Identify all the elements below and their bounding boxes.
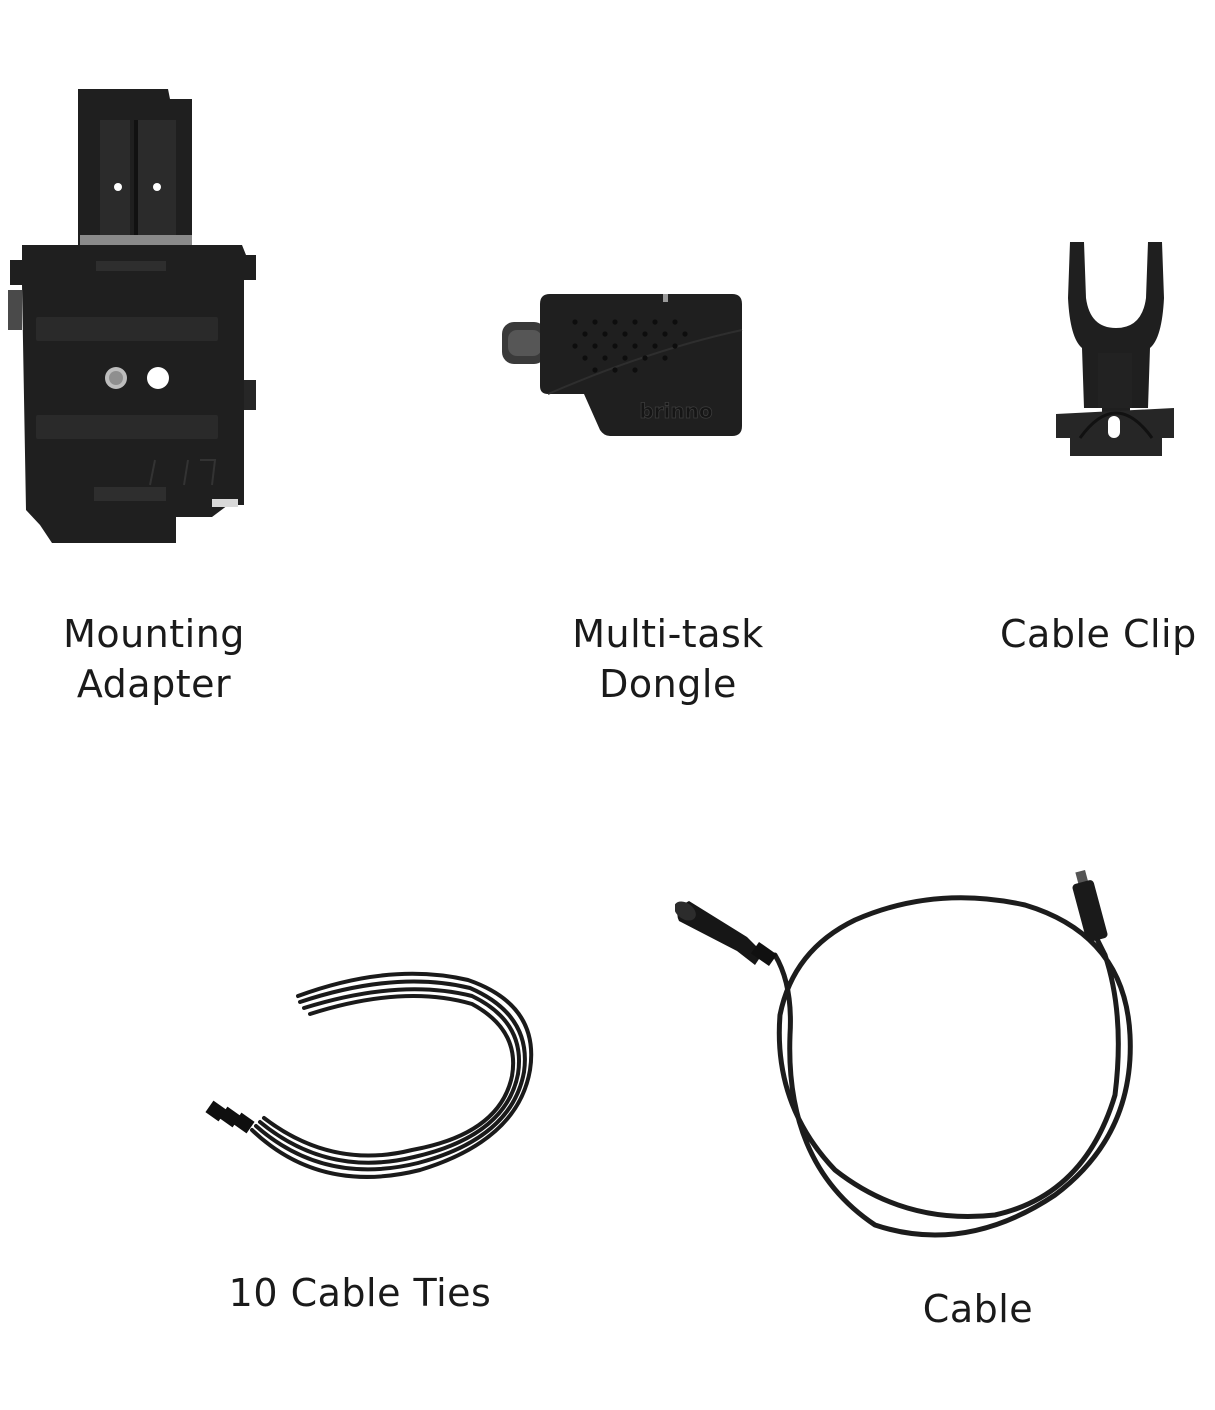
mounting-adapter-label-line: Mounting [63, 612, 245, 656]
multi-task-dongle-label-line: Multi-task [572, 612, 764, 656]
cable-clip-label-line: Cable Clip [1000, 612, 1197, 656]
cable-label-line: Cable [922, 1287, 1034, 1331]
cable-clip-label: Cable Clip [1000, 609, 1215, 659]
multi-task-dongle-label-line: Dongle [599, 662, 737, 706]
cable-label: Cable [828, 1284, 1128, 1334]
cable-ties-label-line: 10 Cable Ties [228, 1271, 492, 1315]
multi-task-dongle-label: Multi-task Dongle [513, 609, 823, 709]
mounting-adapter-label: Mounting Adapter [4, 609, 304, 709]
cable-clip-icon [1056, 242, 1174, 456]
cable-icon [675, 869, 1133, 1238]
cable-ties-label: 10 Cable Ties [210, 1268, 510, 1318]
dongle-brand-mark: brinno [639, 399, 712, 423]
cable-ties-icon [205, 971, 534, 1179]
dongle-icon: brinno [502, 294, 743, 436]
mounting-adapter-label-line: Adapter [76, 662, 232, 706]
mounting-adapter-icon [8, 89, 256, 543]
